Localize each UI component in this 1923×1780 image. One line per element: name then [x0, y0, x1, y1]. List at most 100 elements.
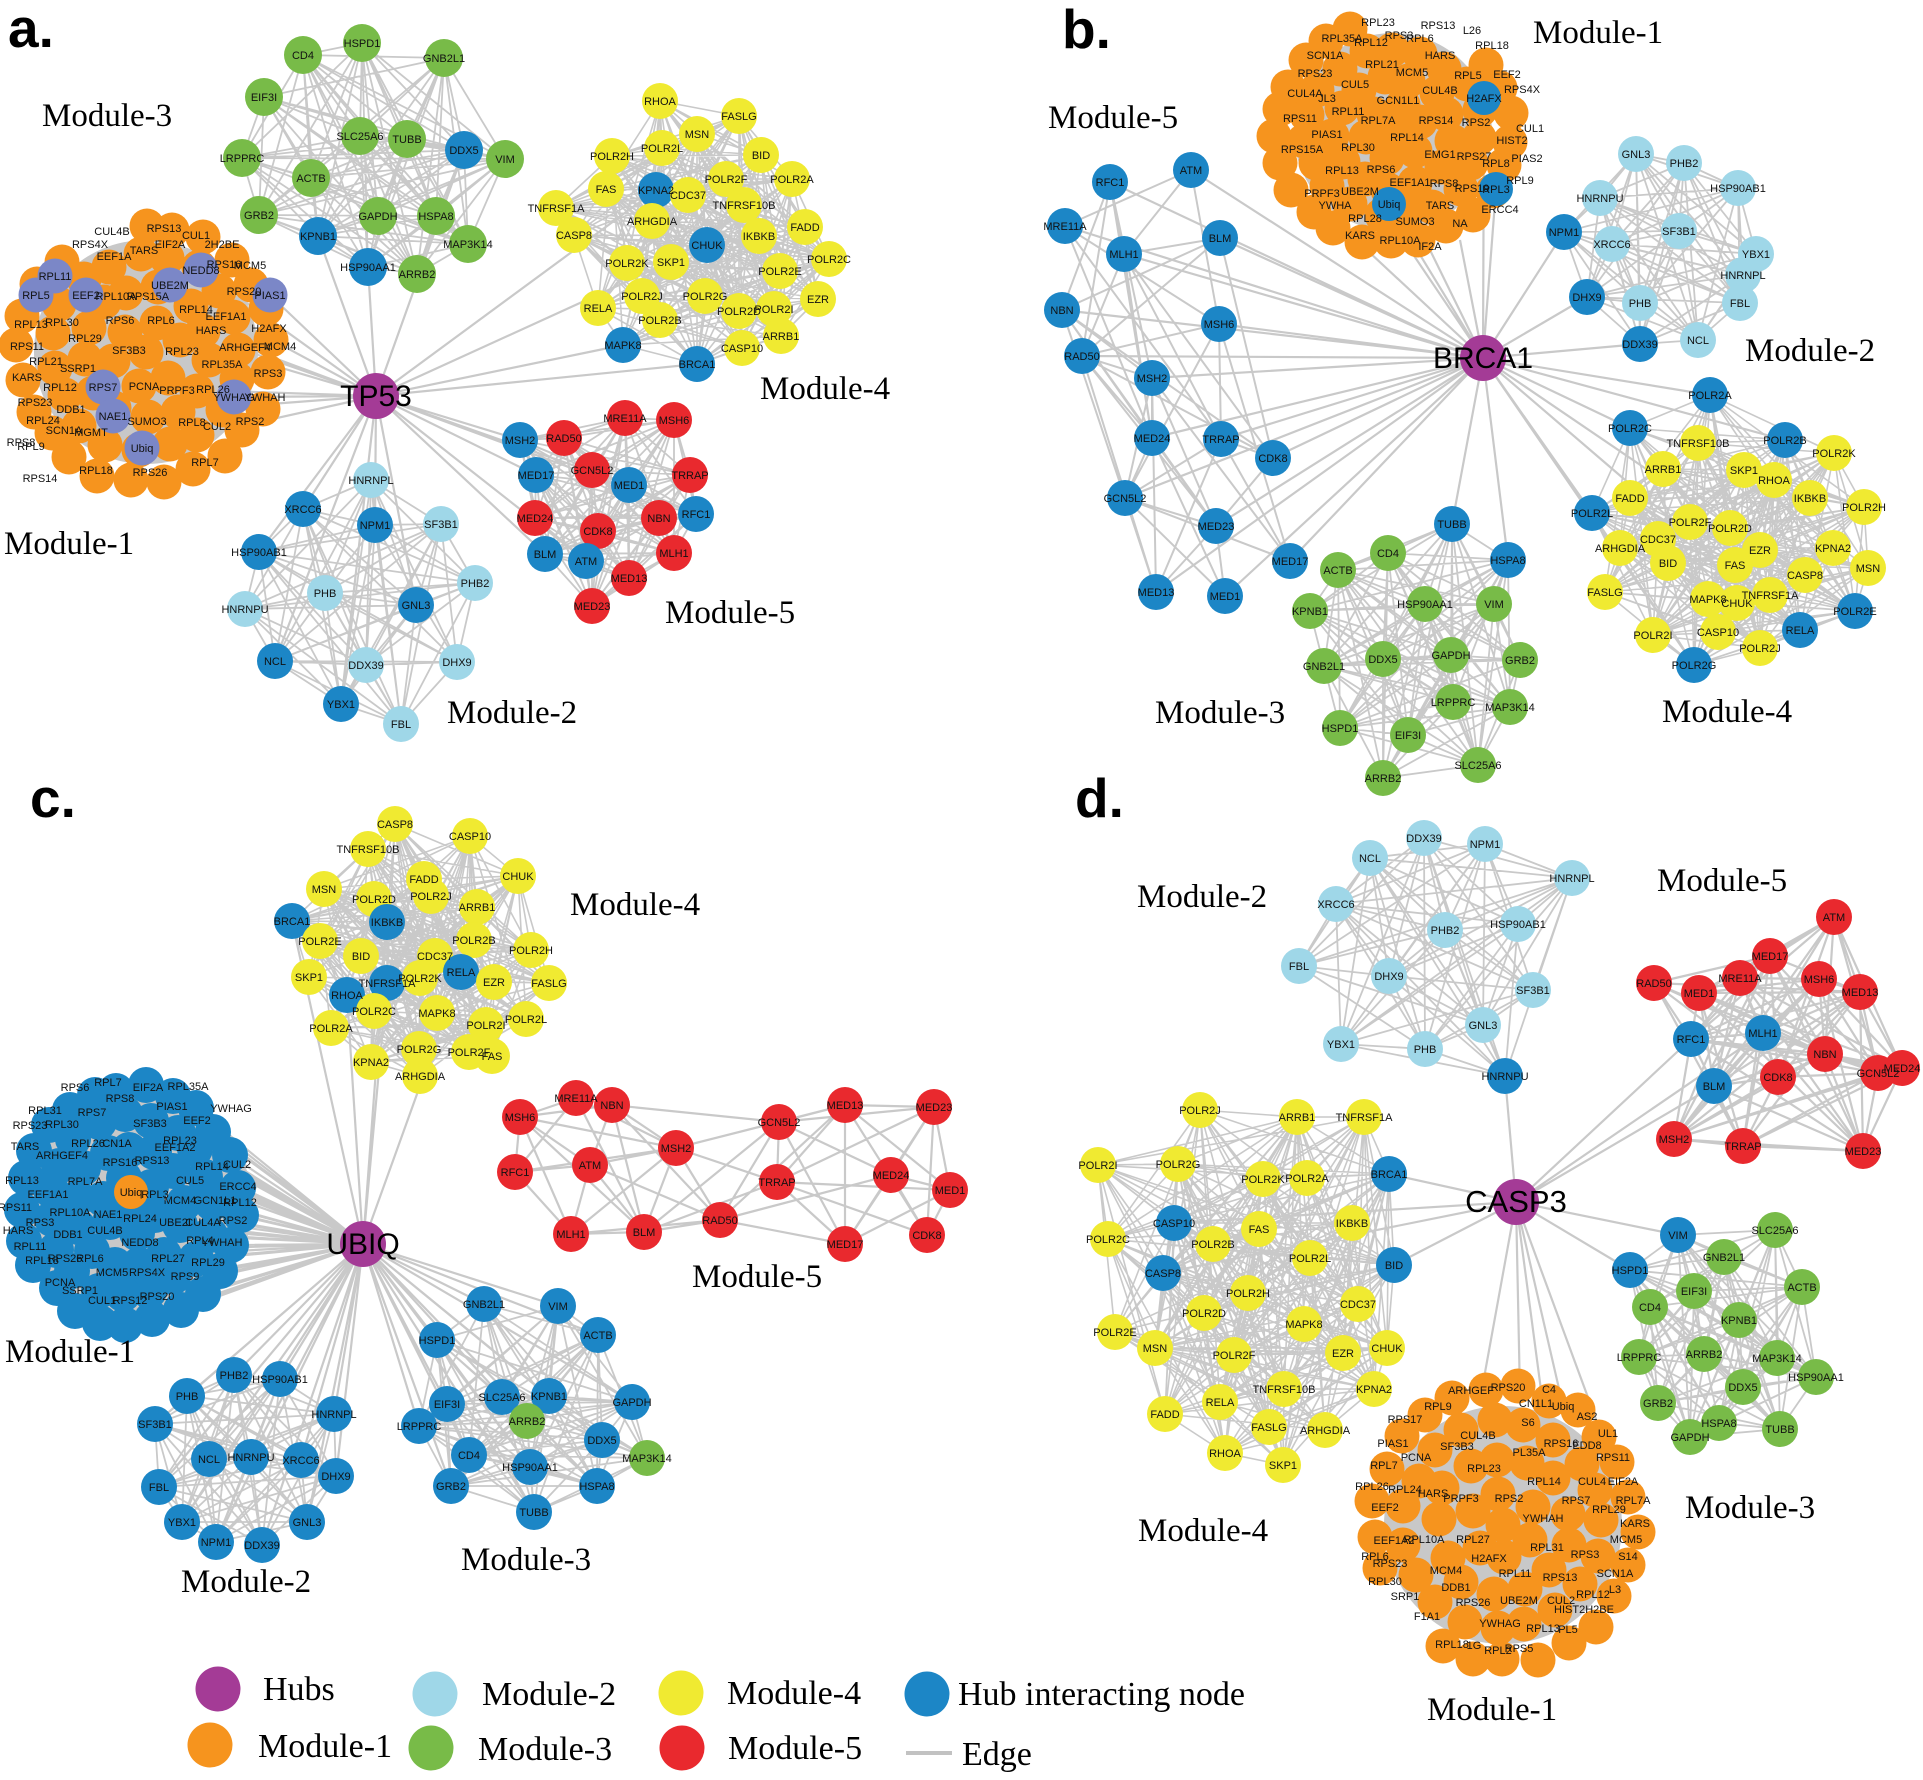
svg-text:HSPD1: HSPD1 [419, 1335, 456, 1347]
svg-text:S14: S14 [1618, 1551, 1638, 1563]
svg-text:MAP3K14: MAP3K14 [443, 239, 493, 251]
svg-text:EDD8: EDD8 [1572, 1440, 1601, 1452]
svg-text:SSRP1: SSRP1 [60, 363, 96, 375]
svg-text:EEF1A2: EEF1A2 [1374, 1535, 1415, 1547]
svg-text:RPL3: RPL3 [1482, 184, 1510, 196]
svg-text:RPS11: RPS11 [1596, 1452, 1630, 1464]
svg-text:MAPK8: MAPK8 [1689, 594, 1726, 606]
svg-text:Hub interacting node: Hub interacting node [958, 1676, 1245, 1713]
svg-text:DHX9: DHX9 [321, 1471, 350, 1483]
svg-text:RPS20: RPS20 [140, 1291, 175, 1303]
svg-text:PHB: PHB [1629, 298, 1652, 310]
svg-text:HSP90AB1: HSP90AB1 [1710, 183, 1766, 195]
svg-text:CDC37: CDC37 [670, 190, 706, 202]
svg-text:VIM: VIM [1668, 1230, 1688, 1242]
svg-text:CHUK: CHUK [502, 871, 534, 883]
svg-text:XRCC6: XRCC6 [1317, 899, 1354, 911]
svg-text:KPNB1: KPNB1 [531, 1391, 567, 1403]
svg-text:RPS7: RPS7 [1562, 1495, 1591, 1507]
svg-text:RPS15A: RPS15A [1281, 144, 1324, 156]
svg-text:MAP3K14: MAP3K14 [622, 1453, 672, 1465]
svg-text:RPL24: RPL24 [26, 415, 60, 427]
svg-text:ARHGDIA: ARHGDIA [627, 216, 678, 228]
svg-text:RPS8: RPS8 [1430, 178, 1459, 190]
svg-text:FASLG: FASLG [531, 978, 566, 990]
svg-text:PCNA: PCNA [1401, 1452, 1432, 1464]
svg-text:MED24: MED24 [873, 1170, 910, 1182]
svg-text:YWHAH: YWHAH [245, 392, 286, 404]
svg-text:MED13: MED13 [611, 573, 648, 585]
svg-text:RPL9: RPL9 [17, 441, 45, 453]
svg-text:L26: L26 [1463, 25, 1481, 37]
svg-text:POLR2C: POLR2C [1086, 1234, 1130, 1246]
svg-text:RPL27: RPL27 [1456, 1534, 1490, 1546]
svg-text:PL35A: PL35A [1512, 1447, 1546, 1459]
svg-text:POLR2B: POLR2B [452, 935, 495, 947]
svg-text:FAS: FAS [1249, 1224, 1270, 1236]
svg-text:MAPK8: MAPK8 [418, 1008, 455, 1020]
svg-text:EIF3I: EIF3I [434, 1399, 460, 1411]
svg-text:MGMT: MGMT [74, 427, 108, 439]
svg-text:RPL14: RPL14 [1527, 1476, 1561, 1488]
svg-text:KPNA2: KPNA2 [1815, 543, 1851, 555]
svg-text:POLR2B: POLR2B [638, 315, 681, 327]
svg-text:CDK8: CDK8 [1763, 1072, 1792, 1084]
svg-text:TNFRSF10B: TNFRSF10B [1667, 438, 1730, 450]
svg-text:SF3B3: SF3B3 [1440, 1441, 1474, 1453]
svg-text:MED17: MED17 [1272, 556, 1309, 568]
svg-text:RPL2: RPL2 [1484, 1645, 1512, 1657]
svg-text:POLR2L: POLR2L [505, 1014, 547, 1026]
svg-text:Module-2: Module-2 [1745, 333, 1875, 369]
svg-text:CD4: CD4 [1377, 548, 1399, 560]
svg-text:RPL18: RPL18 [1475, 40, 1509, 52]
svg-text:EEF2: EEF2 [1493, 69, 1521, 81]
svg-text:HSP90AA1: HSP90AA1 [1397, 599, 1453, 611]
svg-text:POLR2C: POLR2C [807, 254, 851, 266]
svg-text:CUL1: CUL1 [1516, 123, 1544, 135]
svg-text:YBX1: YBX1 [1742, 249, 1770, 261]
svg-text:GNL3: GNL3 [293, 1517, 322, 1529]
svg-text:MED13: MED13 [827, 1100, 864, 1112]
svg-text:HSPA8: HSPA8 [579, 1481, 614, 1493]
svg-text:SF3B3: SF3B3 [133, 1118, 167, 1130]
svg-text:MCM4: MCM4 [264, 341, 296, 353]
svg-text:CASP10: CASP10 [449, 831, 491, 843]
svg-text:EEF1A2: EEF1A2 [155, 1142, 196, 1154]
svg-text:Module-5: Module-5 [665, 595, 795, 631]
svg-text:MSH6: MSH6 [659, 415, 690, 427]
svg-text:MCM4: MCM4 [164, 1195, 196, 1207]
svg-text:POLR2K: POLR2K [605, 258, 649, 270]
svg-text:MSH6: MSH6 [1204, 319, 1235, 331]
svg-text:RHOA: RHOA [1758, 475, 1790, 487]
svg-text:NCL: NCL [198, 1454, 220, 1466]
svg-text:RPS2: RPS2 [236, 416, 265, 428]
svg-text:TNFRSF1A: TNFRSF1A [528, 203, 586, 215]
svg-text:CD4: CD4 [458, 1450, 480, 1462]
svg-text:SSRP1: SSRP1 [62, 1285, 98, 1297]
svg-text:RPL28: RPL28 [1348, 213, 1382, 225]
svg-text:DDX5: DDX5 [1728, 1382, 1757, 1394]
svg-text:HSPD1: HSPD1 [1322, 723, 1359, 735]
svg-text:POLR2C: POLR2C [1608, 423, 1652, 435]
svg-text:POLR2G: POLR2G [397, 1044, 442, 1056]
svg-text:KPNB1: KPNB1 [300, 231, 336, 243]
svg-text:MED1: MED1 [1210, 591, 1241, 603]
svg-text:PCNA: PCNA [129, 381, 160, 393]
svg-text:ACTB: ACTB [1787, 1282, 1816, 1294]
svg-text:PRPF3: PRPF3 [1443, 1493, 1478, 1505]
svg-text:RPS20: RPS20 [1491, 1382, 1526, 1394]
svg-text:HSPD1: HSPD1 [1612, 1265, 1649, 1277]
svg-text:POLR2F: POLR2F [1669, 517, 1712, 529]
svg-text:PL5: PL5 [1558, 1624, 1578, 1636]
svg-text:MED13: MED13 [1842, 987, 1879, 999]
svg-text:HIST2: HIST2 [1496, 135, 1527, 147]
svg-text:ARHGDIA: ARHGDIA [395, 1071, 446, 1083]
svg-text:MRE11A: MRE11A [1718, 973, 1762, 985]
svg-text:DDX39: DDX39 [1622, 339, 1657, 351]
svg-text:POLR2D: POLR2D [352, 894, 396, 906]
svg-text:BRCA1: BRCA1 [1433, 342, 1533, 375]
svg-text:POLR2I: POLR2I [1633, 630, 1672, 642]
svg-text:POLR2C: POLR2C [352, 1006, 396, 1018]
svg-text:CUL2: CUL2 [1547, 1595, 1575, 1607]
svg-text:DHX9: DHX9 [1572, 292, 1601, 304]
